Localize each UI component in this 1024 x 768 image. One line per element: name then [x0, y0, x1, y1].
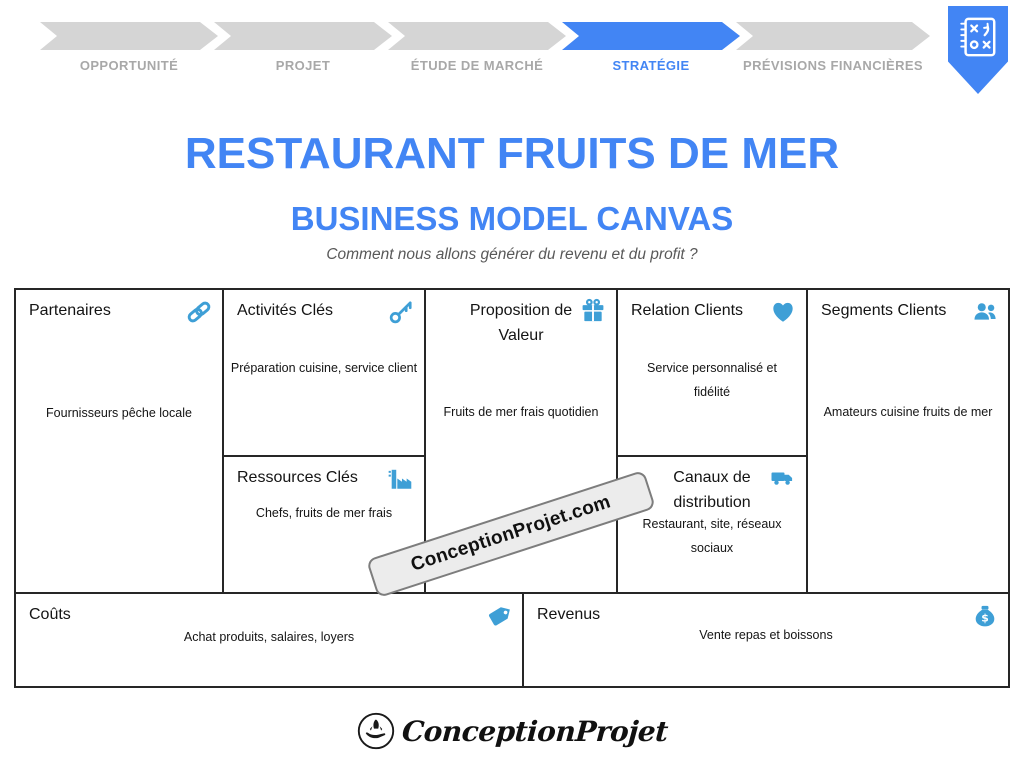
chevron-arrow	[562, 22, 740, 50]
stepper-step-label: PROJET	[275, 58, 331, 73]
stepper-step-previsions-financieres[interactable]: PRÉVISIONS FINANCIÈRES	[736, 22, 930, 73]
cell-body-text: Service personnalisé et fidélité	[647, 361, 777, 400]
brand-name: ConceptionProjet	[400, 714, 669, 748]
chevron-arrow	[214, 22, 392, 50]
process-stepper: OPPORTUNITÉ PROJET ÉTUDE DE MARCHÉ STRAT…	[0, 0, 1024, 94]
cell-canaux-de-distribution: Canaux de distribution Restaurant, site,…	[618, 457, 808, 594]
stepper-step-label: PRÉVISIONS FINANCIÈRES	[743, 58, 923, 73]
cell-title: Ressources Clés	[237, 469, 358, 486]
strategy-playbook-icon	[960, 17, 996, 57]
chevron-arrow	[736, 22, 930, 50]
cell-body-text: Préparation cuisine, service client	[230, 361, 418, 375]
users-icon	[972, 299, 998, 325]
brand-logo: ConceptionProjet	[0, 712, 1024, 750]
cell-body-text: Restaurant, site, réseaux sociaux	[642, 517, 782, 556]
factory-icon	[388, 466, 414, 492]
chevron-arrow	[388, 22, 566, 50]
page-subtitle: BUSINESS MODEL CANVAS	[290, 200, 734, 237]
truck-icon	[770, 465, 796, 491]
cell-ressources-cles: Ressources Clés Chefs, fruits de mer fra…	[224, 457, 426, 594]
strategy-bookmark	[948, 6, 1008, 94]
chain-link-icon	[186, 299, 212, 325]
stepper-step-opportunite[interactable]: OPPORTUNITÉ	[40, 22, 218, 73]
cell-activites-cles: Activités Clés Préparation cuisine, serv…	[224, 290, 426, 457]
page-title: RESTAURANT FRUITS DE MER	[184, 129, 840, 178]
stepper-step-etude-de-marche[interactable]: ÉTUDE DE MARCHÉ	[388, 22, 566, 73]
cell-title: Revenus	[537, 606, 601, 623]
stepper-step-label: ÉTUDE DE MARCHÉ	[410, 58, 544, 73]
cell-body-text: Fournisseurs pêche locale	[46, 406, 192, 420]
key-icon	[388, 299, 414, 325]
business-model-canvas: Partenaires Fournisseurs pêche locale Ac…	[14, 288, 1010, 688]
cell-title: Relation Clients	[631, 302, 744, 319]
stepper-step-strategie[interactable]: STRATÉGIE	[562, 22, 740, 73]
cell-title: Partenaires	[29, 302, 111, 319]
cell-body-text: Achat produits, salaires, loyers	[183, 630, 355, 644]
gift-icon	[580, 298, 606, 324]
cell-title: Proposition de Valeur	[469, 302, 573, 344]
money-bag-icon: $	[972, 603, 998, 629]
cell-revenus: Revenus $ Vente repas et boissons	[524, 594, 1008, 686]
svg-text:$: $	[981, 612, 989, 625]
cell-couts: Coûts Achat produits, salaires, loyers	[16, 594, 524, 686]
stepper-step-label: OPPORTUNITÉ	[79, 58, 179, 73]
chevron-arrow	[40, 22, 218, 50]
stepper-step-projet[interactable]: PROJET	[214, 22, 392, 73]
cell-body-text: Fruits de mer frais quotidien	[443, 405, 599, 419]
cell-segments-clients: Segments Clients Amateurs cuisine fruits…	[808, 290, 1008, 594]
cell-title: Segments Clients	[821, 302, 947, 319]
hand-holding-rocket-icon	[357, 712, 394, 750]
cell-relation-clients: Relation Clients Service personnalisé et…	[618, 290, 808, 457]
cell-partenaires: Partenaires Fournisseurs pêche locale	[16, 290, 224, 594]
cell-title: Canaux de distribution	[673, 469, 751, 511]
cell-title: Activités Clés	[237, 302, 334, 319]
cell-body-text: Vente repas et boissons	[699, 628, 833, 642]
stepper-step-label: STRATÉGIE	[612, 58, 690, 73]
heart-icon	[770, 299, 796, 325]
cell-title: Coûts	[29, 606, 71, 623]
cell-body-text: Amateurs cuisine fruits de mer	[823, 405, 993, 419]
cell-body-text: Chefs, fruits de mer frais	[255, 506, 393, 520]
page-tagline: Comment nous allons générer du revenu et…	[326, 246, 698, 263]
tag-icon	[486, 603, 512, 629]
